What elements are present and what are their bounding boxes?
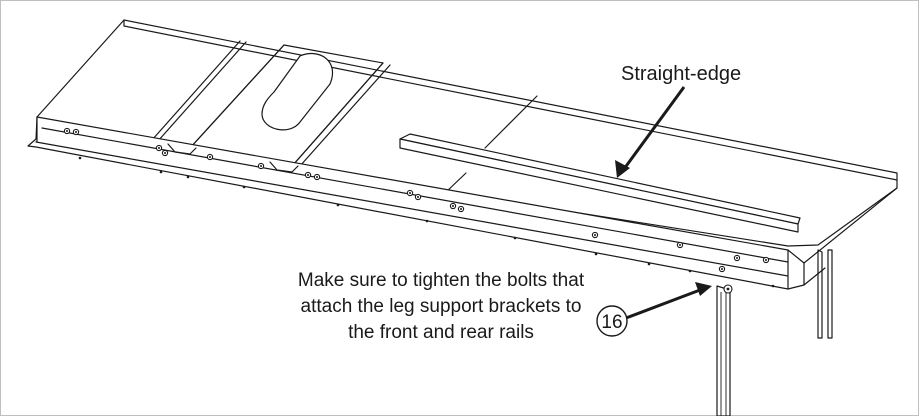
note-line-2: attach the leg support brackets to xyxy=(301,296,582,317)
rail-bolts xyxy=(63,127,770,294)
right-leg xyxy=(817,249,833,339)
note-line-1: Make sure to tighten the bolts that xyxy=(298,270,585,291)
straight-edge-label: Straight-edge xyxy=(621,63,741,85)
rail-holes xyxy=(78,156,775,288)
part-16-arrow xyxy=(625,282,712,320)
note-line-3: the front and rear rails xyxy=(348,322,534,343)
front-rail xyxy=(27,116,898,290)
part-number: 16 xyxy=(601,312,622,333)
part-number-circle xyxy=(596,305,628,337)
tighten-bolts-note: Make sure to tighten the bolts that atta… xyxy=(298,270,585,343)
straight-edge-arrow xyxy=(615,86,686,178)
front-leg xyxy=(716,285,731,416)
straight-edge xyxy=(399,133,801,233)
part-number-callout: 16 xyxy=(596,305,628,337)
